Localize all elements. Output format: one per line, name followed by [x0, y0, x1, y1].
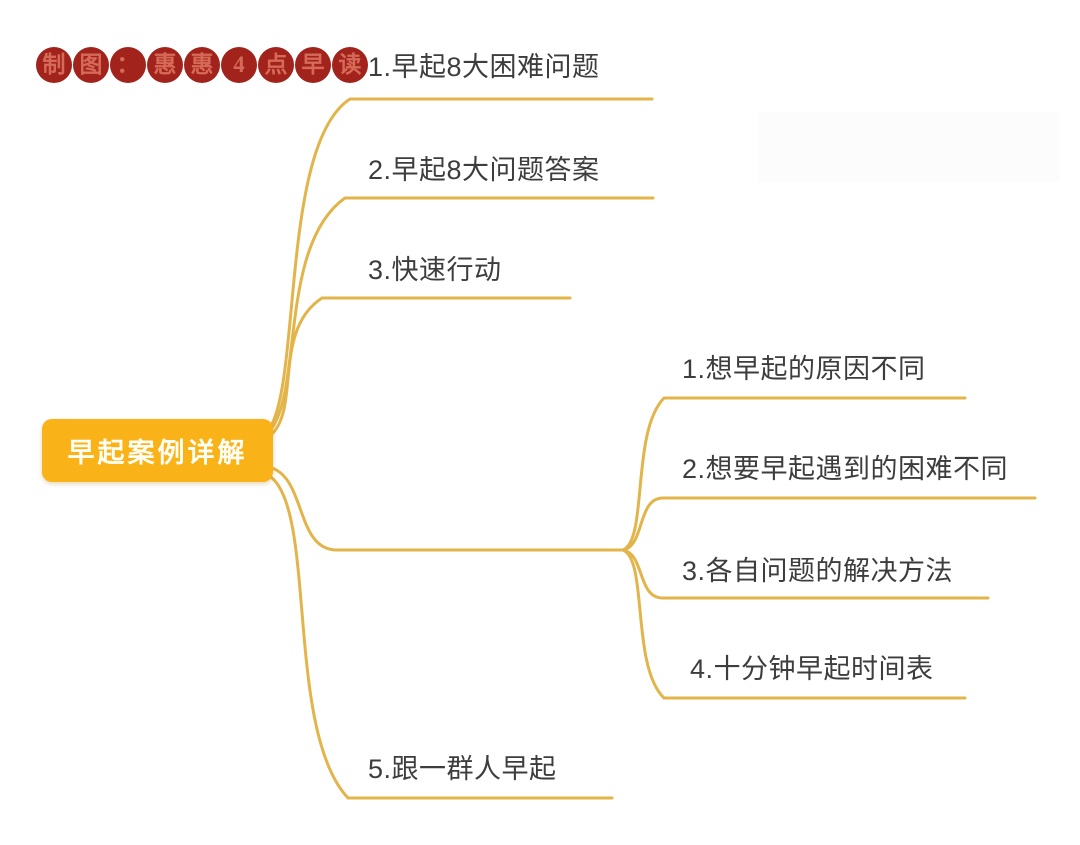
stamp-char: 4 — [221, 47, 257, 83]
watermark-remnant — [758, 112, 1060, 182]
branch-node-1[interactable]: 1.早起8大困难问题 — [368, 52, 600, 82]
stamp-char: 惠 — [147, 47, 183, 83]
stamp-char: ： — [110, 47, 146, 83]
branch-node-2[interactable]: 2.早起8大问题答案 — [368, 155, 600, 185]
sub-node-1[interactable]: 1.想早起的原因不同 — [682, 354, 926, 384]
stamp-char: 早 — [295, 47, 331, 83]
connector-branch-1 — [270, 97, 654, 426]
connector-branch-5 — [270, 476, 614, 800]
root-node[interactable]: 早起案例详解 — [42, 419, 273, 482]
connector-branch-2 — [270, 196, 655, 430]
branch-node-3[interactable]: 3.快速行动 — [368, 255, 502, 285]
sub-node-2[interactable]: 2.想要早起遇到的困难不同 — [682, 454, 1009, 484]
stamp-char: 制 — [36, 47, 72, 83]
sub-node-4[interactable]: 4.十分钟早起时间表 — [690, 654, 934, 684]
connector-sub-3 — [621, 548, 990, 600]
branch-node-5[interactable]: 5.跟一群人早起 — [368, 754, 557, 784]
stamp-char: 图 — [73, 47, 109, 83]
connector-sub-1 — [621, 396, 967, 552]
sub-node-3[interactable]: 3.各自问题的解决方法 — [682, 556, 954, 586]
stamp-char: 点 — [258, 47, 294, 83]
root-node-label: 早起案例详解 — [67, 438, 248, 468]
author-stamp: 制 图 ： 惠 惠 4 点 早 读 — [36, 47, 368, 83]
stamp-char: 读 — [332, 47, 368, 83]
connector-sub-2 — [621, 496, 1037, 552]
connector-sub-4 — [621, 548, 967, 700]
stamp-char: 惠 — [184, 47, 220, 83]
connector-branch-4-trunk — [270, 466, 625, 552]
connector-branch-3 — [270, 296, 572, 436]
